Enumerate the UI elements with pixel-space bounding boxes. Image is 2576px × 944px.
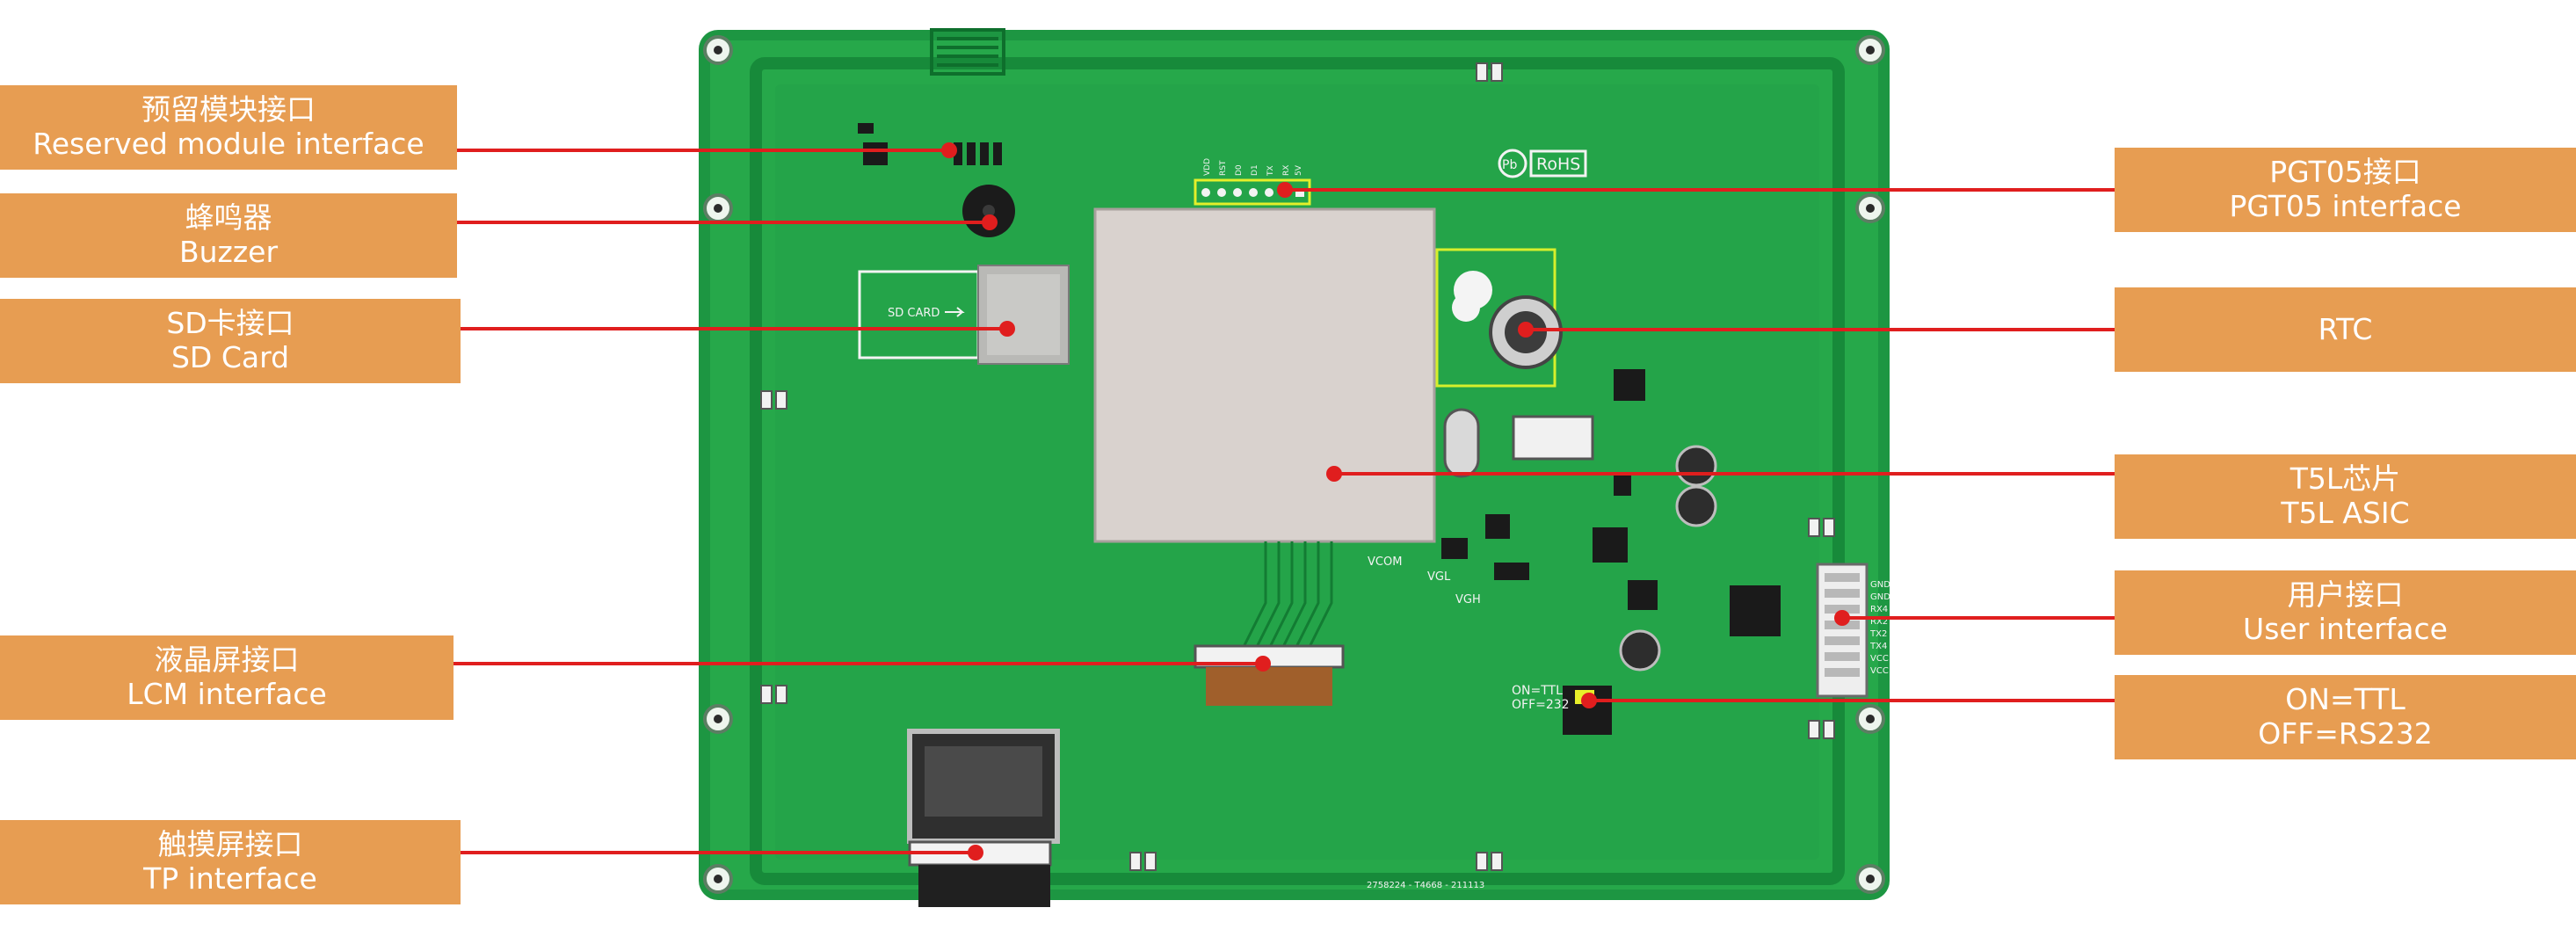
svg-text:GND: GND (1870, 580, 1890, 590)
callout-tp-en: TP interface (143, 861, 317, 896)
power-components (1441, 369, 1781, 735)
pb-mark: Pb (1502, 158, 1517, 172)
callout-user-zh: 用户接口 (2287, 577, 2404, 613)
leader-dots (941, 142, 1850, 860)
svg-text:RX4: RX4 (1870, 605, 1888, 614)
signal-label-vgh: VGH (1455, 593, 1481, 606)
svg-text:D1: D1 (1251, 164, 1259, 176)
callout-sd-card: SD卡接口 SD Card (0, 299, 461, 383)
pgt05-header (1194, 178, 1311, 206)
callout-lcm: 液晶屏接口 LCM interface (0, 635, 454, 720)
callout-reserved-module-en: Reserved module interface (33, 127, 424, 161)
callout-t5l: T5L芯片 T5L ASIC (2115, 454, 2576, 539)
callout-ttl-line1: ON=TTL (2285, 682, 2405, 717)
svg-text:VDD: VDD (1203, 158, 1212, 176)
callout-t5l-en: T5L ASIC (2281, 496, 2410, 530)
callout-tp-zh: 触摸屏接口 (157, 827, 303, 862)
callout-user: 用户接口 User interface (2115, 570, 2576, 655)
callout-pgt05: PGT05接口 PGT05 interface (2115, 148, 2576, 232)
t5l-chip-shield (1093, 207, 1436, 543)
callout-lcm-en: LCM interface (127, 677, 327, 711)
switch-label-on: ON=TTL (1512, 684, 1563, 698)
svg-text:VCC: VCC (1870, 654, 1889, 664)
svg-text:D0: D0 (1235, 164, 1244, 176)
callout-t5l-zh: T5L芯片 (2289, 461, 2401, 497)
svg-text:RST: RST (1219, 160, 1228, 176)
board-serial: 2758224 - T4668 - 211113 (1367, 881, 1484, 890)
callout-pgt05-en: PGT05 interface (2229, 189, 2462, 223)
signal-label-vgl: VGL (1427, 570, 1451, 584)
rohs-mark: RoHS (1536, 155, 1580, 174)
callout-tp: 触摸屏接口 TP interface (0, 820, 461, 904)
callout-buzzer-en: Buzzer (178, 235, 279, 269)
switch-label-off: OFF=232 (1512, 698, 1570, 712)
svg-text:TX2: TX2 (1869, 629, 1887, 639)
leader-lines (454, 149, 2115, 854)
callout-user-en: User interface (2243, 612, 2448, 646)
callout-sd-card-zh: SD卡接口 (166, 306, 294, 341)
callout-sd-card-en: SD Card (171, 340, 290, 374)
svg-text:TX4: TX4 (1869, 642, 1887, 651)
callout-rtc: RTC (2115, 287, 2576, 372)
callout-rtc-en: RTC (2318, 311, 2373, 346)
callout-buzzer-zh: 蜂鸣器 (185, 200, 272, 236)
svg-text:5V: 5V (1295, 164, 1303, 176)
callout-ttl: ON=TTL OFF=RS232 (2115, 675, 2576, 759)
sd-card-silk: SD CARD (888, 307, 940, 320)
svg-text:VCC: VCC (1870, 666, 1889, 676)
callout-buzzer: 蜂鸣器 Buzzer (0, 193, 457, 278)
signal-label-vcom: VCOM (1368, 556, 1402, 569)
edge-pads (760, 62, 1835, 871)
callout-pgt05-zh: PGT05接口 (2269, 155, 2421, 190)
callout-reserved-module: 预留模块接口 Reserved module interface (0, 85, 457, 170)
callout-ttl-line2: OFF=RS232 (2258, 716, 2433, 751)
callout-reserved-module-zh: 预留模块接口 (141, 92, 316, 127)
svg-text:GND: GND (1870, 592, 1890, 602)
pcb-board: SD CARD Pb RoHS (699, 28, 1890, 907)
antenna-trace (930, 28, 1005, 76)
svg-text:RX: RX (1282, 165, 1291, 176)
callout-lcm-zh: 液晶屏接口 (154, 643, 300, 678)
svg-text:RX2: RX2 (1870, 617, 1888, 627)
pgt-pin-labels: VDD RST D0 D1 TX RX 5V (1203, 158, 1303, 177)
svg-text:TX: TX (1266, 165, 1275, 177)
user-pin-labels: GND GND RX4 RX2 TX2 TX4 VCC VCC (1869, 580, 1890, 676)
